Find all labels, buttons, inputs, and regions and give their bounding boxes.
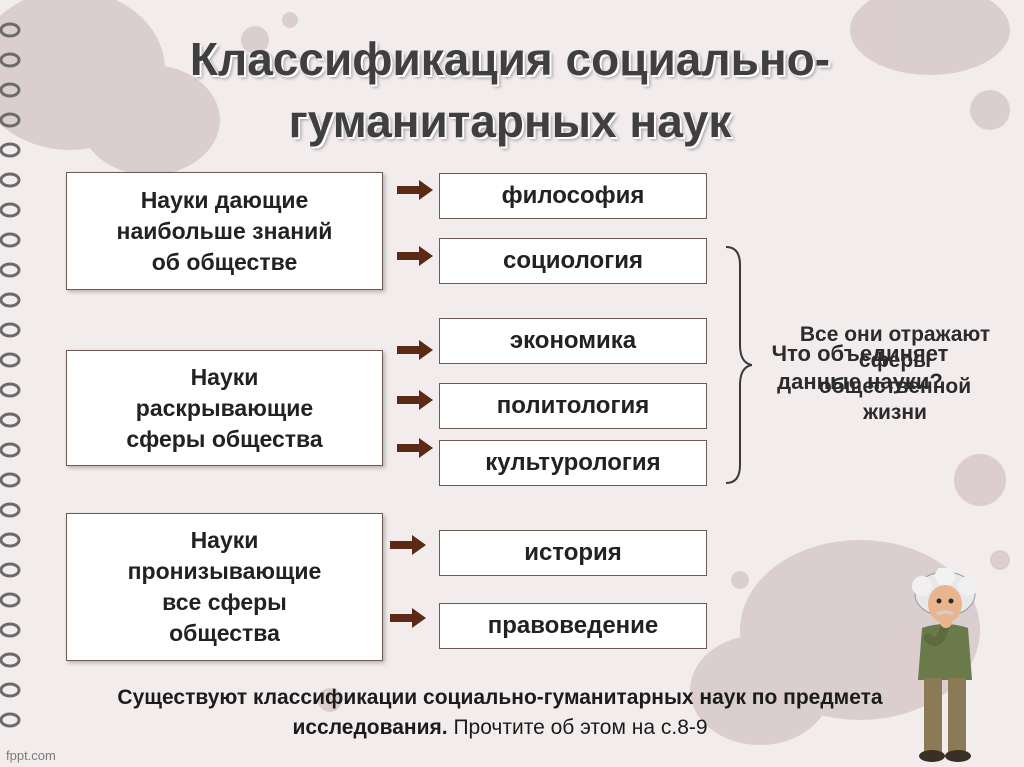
science-box-political-science: политология bbox=[439, 383, 707, 429]
spiral-ring bbox=[0, 202, 21, 218]
spiral-ring bbox=[0, 502, 21, 518]
spiral-ring bbox=[0, 712, 21, 728]
arrow-right-icon bbox=[390, 608, 426, 628]
spiral-ring bbox=[0, 82, 21, 98]
spiral-ring bbox=[0, 472, 21, 488]
question-text: Что объединяет данные науки? bbox=[771, 341, 949, 394]
spiral-ring bbox=[0, 382, 21, 398]
spiral-ring bbox=[0, 532, 21, 548]
notebook-spiral-binding bbox=[0, 22, 21, 728]
spiral-ring bbox=[0, 562, 21, 578]
category-box-most-knowledge: Науки дающие наибольше знаний об обществ… bbox=[66, 172, 383, 290]
spiral-ring bbox=[0, 442, 21, 458]
spiral-ring bbox=[0, 142, 21, 158]
arrow-right-icon bbox=[397, 246, 433, 266]
spiral-ring bbox=[0, 232, 21, 248]
arrow-right-icon bbox=[390, 535, 426, 555]
spiral-ring bbox=[0, 292, 21, 308]
science-label: социология bbox=[503, 247, 643, 274]
category-label: Науки раскрывающие сферы общества bbox=[126, 363, 323, 452]
science-label: политология bbox=[496, 392, 650, 419]
science-label: философия bbox=[501, 182, 645, 209]
science-box-economics: экономика bbox=[439, 318, 707, 364]
curly-brace-icon bbox=[725, 246, 752, 484]
arrow-right-icon bbox=[397, 340, 433, 360]
science-label: история bbox=[524, 539, 622, 566]
spiral-ring bbox=[0, 322, 21, 338]
spiral-ring bbox=[0, 52, 21, 68]
science-label: культурология bbox=[485, 449, 661, 476]
spiral-ring bbox=[0, 652, 21, 668]
spiral-ring bbox=[0, 172, 21, 188]
einstein-character-icon bbox=[912, 568, 978, 762]
spiral-ring bbox=[0, 352, 21, 368]
category-label: Науки дающие наибольше знаний об обществ… bbox=[116, 186, 333, 275]
science-box-philosophy: философия bbox=[439, 173, 707, 219]
bottom-note: Существуют классификации социально-гуман… bbox=[40, 683, 960, 743]
spiral-ring bbox=[0, 412, 21, 428]
science-box-history: история bbox=[439, 530, 707, 576]
watermark: fppt.com bbox=[6, 748, 56, 763]
spiral-ring bbox=[0, 22, 21, 38]
arrow-right-icon bbox=[397, 390, 433, 410]
category-label: Науки пронизывающие все сферы общества bbox=[127, 527, 322, 646]
answer-text: Все они отражают сферы общественной жизн… bbox=[799, 323, 991, 424]
page-title: Классификация социально- гуманитарных на… bbox=[189, 33, 831, 147]
arrow-right-icon bbox=[397, 180, 433, 200]
category-box-reveal-spheres: Науки раскрывающие сферы общества bbox=[66, 350, 383, 466]
arrow-right-icon bbox=[397, 438, 433, 458]
bottom-note-normal: Прочтите об этом на с.8-9 bbox=[447, 716, 708, 739]
science-label: правоведение bbox=[487, 612, 659, 639]
spiral-ring bbox=[0, 112, 21, 128]
spiral-ring bbox=[0, 592, 21, 608]
science-box-law: правоведение bbox=[439, 603, 707, 649]
bottom-note-bold: Существуют классификации социально-гуман… bbox=[117, 686, 883, 739]
science-label: экономика bbox=[509, 327, 637, 354]
spiral-ring bbox=[0, 682, 21, 698]
science-box-cultural-studies: культурология bbox=[439, 440, 707, 486]
spiral-ring bbox=[0, 622, 21, 638]
spiral-ring bbox=[0, 262, 21, 278]
category-box-penetrate-spheres: Науки пронизывающие все сферы общества bbox=[66, 513, 383, 661]
science-box-sociology: социология bbox=[439, 238, 707, 284]
